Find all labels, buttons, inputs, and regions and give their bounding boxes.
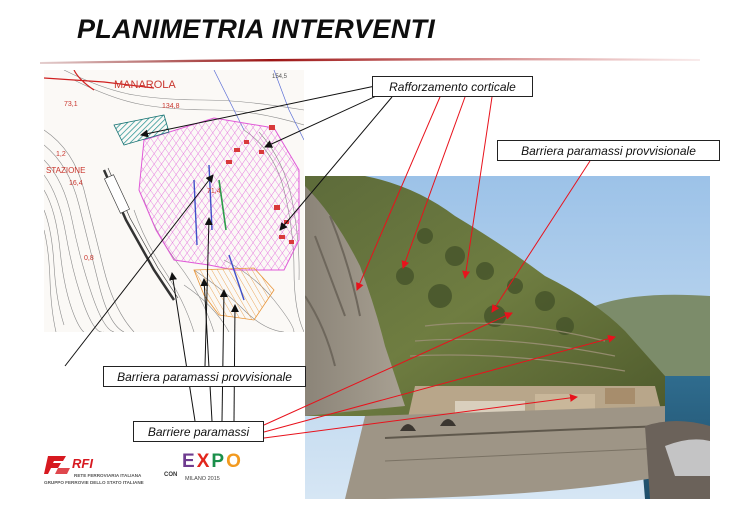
expo-logo: E X P O [182, 452, 241, 472]
map-spot-height: 71,4 [207, 188, 221, 195]
expo-subtitle: MILANO 2015 [185, 476, 220, 482]
map-spot-height: 134,8 [162, 103, 180, 110]
map-spot-height: 1,2 [56, 151, 66, 158]
cliff-photo [305, 176, 710, 499]
expo-letter-p: P [211, 451, 225, 472]
con-label: CON [164, 472, 178, 478]
callout-rafforzamento-corticale: Rafforzamento corticale [372, 76, 533, 97]
map-label-manarola: MANAROLA [114, 79, 176, 91]
map-spot-height: 16,4 [69, 180, 83, 187]
map-spot-height: 73,1 [64, 101, 78, 108]
callout-barriera-provvisionale-right: Barriera paramassi provvisionale [497, 140, 720, 161]
rfi-group: GRUPPO FERROVIE DELLO STATO ITALIANE [44, 480, 144, 485]
expo-letter-e: E [182, 451, 195, 472]
rfi-subtitle: RETE FERROVIARIA ITALIANA [74, 473, 142, 478]
callout-barriera-provvisionale-left: Barriera paramassi provvisionale [103, 366, 306, 387]
map-spot-height: 154,5 [272, 74, 288, 80]
slide-title: PLANIMETRIA INTERVENTI [77, 14, 436, 44]
title-underline [40, 58, 700, 64]
site-plan-map: MANAROLA STAZIONE 73,1 134,8 1,2 16,4 0,… [44, 70, 304, 332]
footer-logos: RFI RETE FERROVIARIA ITALIANA GRUPPO FER… [44, 452, 274, 492]
callout-barriere-paramassi: Barriere paramassi [133, 421, 264, 442]
map-label-stazione: STAZIONE [46, 166, 85, 175]
expo-letter-o: O [226, 451, 241, 472]
rfi-logo-icon [44, 456, 70, 474]
expo-letter-x: X [196, 451, 210, 472]
map-spot-height: 0,8 [84, 255, 94, 262]
rfi-name: RFI [72, 456, 93, 471]
